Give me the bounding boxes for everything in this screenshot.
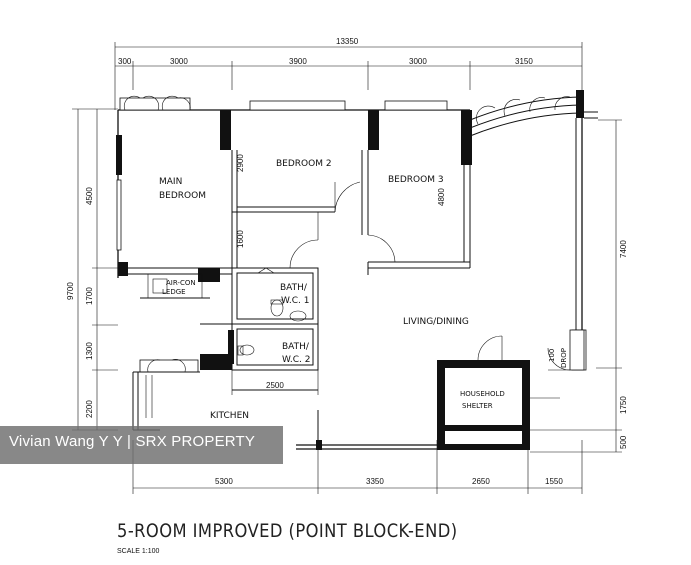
label-refuse-drop: DROP (560, 348, 568, 368)
dim-right-2: 1750 (619, 396, 628, 414)
label-shelter-2: SHELTER (462, 402, 493, 410)
label-bath1-2: W.C. 1 (281, 296, 309, 306)
label-main-bedroom-1: MAIN (159, 177, 182, 187)
label-shelter-1: HOUSEHOLD (460, 390, 505, 398)
right-dimensions: 7400 1750 500 (530, 119, 628, 453)
dim-top-5: 3150 (515, 57, 533, 66)
left-dimensions: 9700 4500 1700 1300 2200 (66, 108, 118, 431)
interior-walls (118, 110, 585, 450)
label-main-bedroom-2: BEDROOM (159, 191, 206, 201)
dim-top-1: 300 (118, 57, 132, 66)
label-bath1-1: BATH/ (280, 283, 308, 293)
dim-bedroom3-height: 4800 (437, 188, 446, 206)
dim-bottom-4: 1550 (545, 477, 563, 486)
room-labels: MAIN BEDROOM BEDROOM 2 BEDROOM 3 AIR-CON… (159, 154, 568, 421)
label-living-dining: LIVING/DINING (403, 317, 469, 327)
dim-right-1: 7400 (619, 240, 628, 258)
label-kitchen: KITCHEN (210, 411, 249, 421)
dim-left-4: 2200 (85, 400, 94, 418)
top-dimensions: 13350 300 3000 3900 3000 3150 (114, 37, 583, 110)
dim-left-2: 1700 (85, 287, 94, 305)
dim-bottom-2: 3350 (366, 477, 384, 486)
plan-scale: SCALE 1:100 (117, 548, 160, 555)
dim-left-total: 9700 (66, 282, 75, 300)
dim-overall: 13350 (336, 37, 359, 46)
dim-left-1: 4500 (85, 187, 94, 205)
label-bedroom-3: BEDROOM 3 (388, 175, 444, 185)
plan-title: 5-ROOM IMPROVED (POINT BLOCK-END) (117, 520, 458, 542)
dim-top-4: 3000 (409, 57, 427, 66)
dim-bath-width: 2500 (266, 381, 284, 390)
dim-bedroom2-height: 2900 (236, 154, 245, 172)
label-aircon-1: AIR-CON (166, 279, 196, 287)
label-aircon-2: LEDGE (162, 288, 186, 296)
dim-top-2: 3000 (170, 57, 188, 66)
label-bath2-1: BATH/ (282, 342, 310, 352)
outer-walls (116, 90, 598, 450)
dim-bottom-3: 2650 (472, 477, 490, 486)
watermark-text: Vivian Wang Y Y | SRX PROPERTY (9, 433, 256, 450)
dim-right-3: 500 (619, 435, 628, 449)
label-refuse-number: 100 (548, 349, 556, 362)
dim-bottom-1: 5300 (215, 477, 233, 486)
label-bath2-2: W.C. 2 (282, 355, 310, 365)
watermark-banner (0, 426, 283, 464)
dim-left-3: 1300 (85, 342, 94, 360)
dim-corridor: 1600 (236, 230, 245, 248)
dim-top-3: 3900 (289, 57, 307, 66)
label-bedroom-2: BEDROOM 2 (276, 159, 332, 169)
